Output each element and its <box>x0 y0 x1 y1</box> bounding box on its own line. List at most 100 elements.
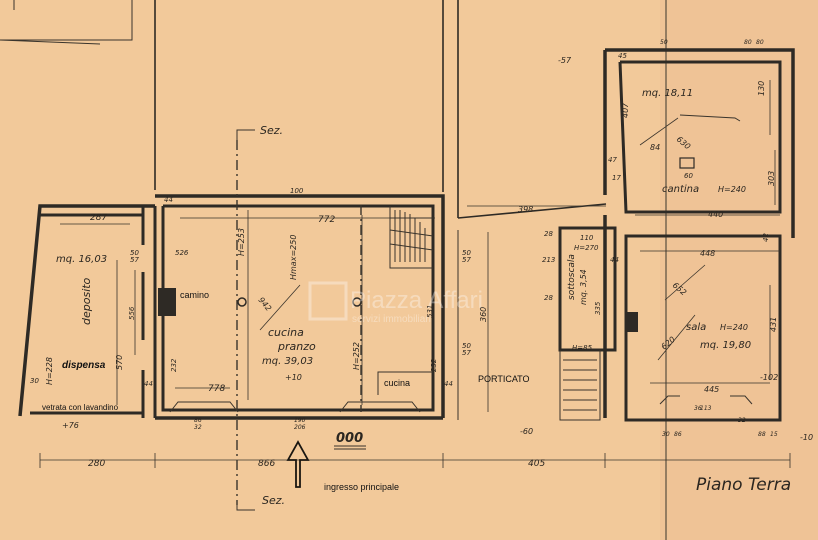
misc-dim: 50 <box>660 39 668 46</box>
kitchen-level: +10 <box>285 373 302 382</box>
section-marker-top: Sez. <box>260 124 283 137</box>
dispensa-label: dispensa <box>62 360 106 371</box>
sottoscala-hlow: H=85 <box>572 344 593 352</box>
misc-dim: 57 <box>462 349 471 357</box>
pranzo-name: pranzo <box>277 340 316 353</box>
misc-dim: 44 <box>144 380 153 388</box>
deposito-width: 287 <box>90 213 107 223</box>
porticato-width: 398 <box>518 205 533 214</box>
misc-dim: 30 <box>30 377 39 385</box>
cucina-width-low: 778 <box>208 384 225 394</box>
misc-dim: 28 <box>544 294 553 302</box>
level-right-edge: -10 <box>800 433 813 442</box>
entrance-arrow-icon <box>286 440 310 488</box>
sottoscala-w: 110 <box>580 234 594 242</box>
cantina-area: mq. 18,11 <box>642 88 693 99</box>
misc-dim: 113 <box>700 405 712 412</box>
floor-level: 000 <box>336 431 363 446</box>
sala-depth: 431 <box>769 317 778 332</box>
pillar-marker <box>237 297 247 307</box>
misc-dim: 100 <box>290 187 304 195</box>
sala-height: H=240 <box>720 323 748 332</box>
misc-dim: 86 <box>674 431 682 438</box>
misc-dim: 42 <box>762 233 770 242</box>
cantina-name: cantina <box>662 184 699 195</box>
deposito-area: mq. 16,03 <box>56 254 107 265</box>
overall-dim-left: 280 <box>88 459 105 469</box>
deposito-depth: 570 <box>115 355 124 370</box>
porticato-depth: 360 <box>479 307 488 322</box>
ingresso-label: ingresso principale <box>324 482 399 492</box>
misc-dim: 80 <box>756 39 764 46</box>
misc-dim: 86 <box>194 417 202 424</box>
misc-dim: 531 <box>426 305 434 318</box>
misc-dim: 88 <box>758 431 766 438</box>
cantina-height: H=240 <box>718 185 746 194</box>
cantina-width: 440 <box>708 210 723 219</box>
cucina-h1: H=253 <box>237 228 246 256</box>
vetrata-label: vetrata con lavandino <box>42 403 119 412</box>
misc-dim: 32 <box>738 417 746 424</box>
pillar-marker <box>352 297 362 307</box>
cucina-small-label: cucina <box>384 378 410 388</box>
overall-dim-middle: 866 <box>258 459 275 469</box>
cantina-d5: 84 <box>650 143 660 152</box>
cucina-h2: H=252 <box>352 342 361 370</box>
misc-dim: 15 <box>770 431 778 438</box>
misc-dim: 50 <box>130 249 139 257</box>
misc-dim: 232 <box>430 358 438 372</box>
cucina-area: mq. 39,03 <box>262 356 313 367</box>
misc-dim: 206 <box>294 424 306 431</box>
sottoscala-name: sottoscala <box>567 254 577 300</box>
walls <box>18 48 795 422</box>
watermark-tagline: servizi immobiliari <box>352 314 431 325</box>
section-lines <box>236 129 362 511</box>
deposito-name: deposito <box>80 277 93 325</box>
sottoscala-area: mq. 3,54 <box>579 269 588 305</box>
misc-dim: 44 <box>164 196 173 204</box>
fireplace-mark <box>158 288 176 316</box>
watermark-brand: Piazza Affari <box>350 287 483 314</box>
level-bottom-left: +76 <box>62 421 79 430</box>
cucina-width: 772 <box>318 215 335 225</box>
misc-dim: 556 <box>128 306 136 320</box>
section-marker-bottom: Sez. <box>262 494 285 507</box>
overall-dim-right: 405 <box>528 459 545 469</box>
dimension-lines <box>39 80 791 468</box>
misc-dim: 17 <box>612 174 621 182</box>
misc-dim: 50 <box>462 342 471 350</box>
porticato-label: PORTICATO <box>478 374 530 384</box>
misc-dim: 30 <box>662 431 670 438</box>
level-sala: -102 <box>760 373 778 382</box>
camino-label: camino <box>180 290 209 300</box>
misc-dim: 213 <box>542 256 555 264</box>
sottoscala-height: H=270 <box>574 244 599 252</box>
misc-dim: 50 <box>462 249 471 257</box>
sala-width-bottom: 445 <box>704 385 719 394</box>
misc-dim: 57 <box>462 256 471 264</box>
misc-dim: 28 <box>544 230 553 238</box>
misc-dim: 44 <box>444 380 453 388</box>
sottoscala-d: 335 <box>594 301 602 315</box>
misc-dim: 36 <box>694 405 702 412</box>
misc-dim: 190 <box>294 417 306 424</box>
cantina-d1: 407 <box>621 102 630 118</box>
misc-dim: 80 <box>744 39 752 46</box>
misc-dim: 44 <box>610 256 619 264</box>
sala-area: mq. 19,80 <box>700 340 751 351</box>
cucina-name: cucina <box>268 326 304 339</box>
misc-dim: 32 <box>194 424 202 431</box>
deposito-height: H=228 <box>45 357 54 385</box>
watermark: Piazza Affari servizi immobiliari <box>308 281 483 325</box>
misc-dim: 526 <box>175 249 189 257</box>
cantina-d4: 303 <box>767 171 776 186</box>
cantina-d6: 60 <box>684 172 693 180</box>
sala-name: sala <box>686 322 706 333</box>
cucina-hmax: Hmax=250 <box>289 235 298 280</box>
level-top: -57 <box>558 56 572 65</box>
sala-width-top: 448 <box>700 249 715 258</box>
misc-dimension-figures: 100 44 50 57 526 556 232 44 30 86 32 190… <box>30 39 778 438</box>
misc-dim: 57 <box>130 256 139 264</box>
plan-title: Piano Terra <box>696 475 791 495</box>
